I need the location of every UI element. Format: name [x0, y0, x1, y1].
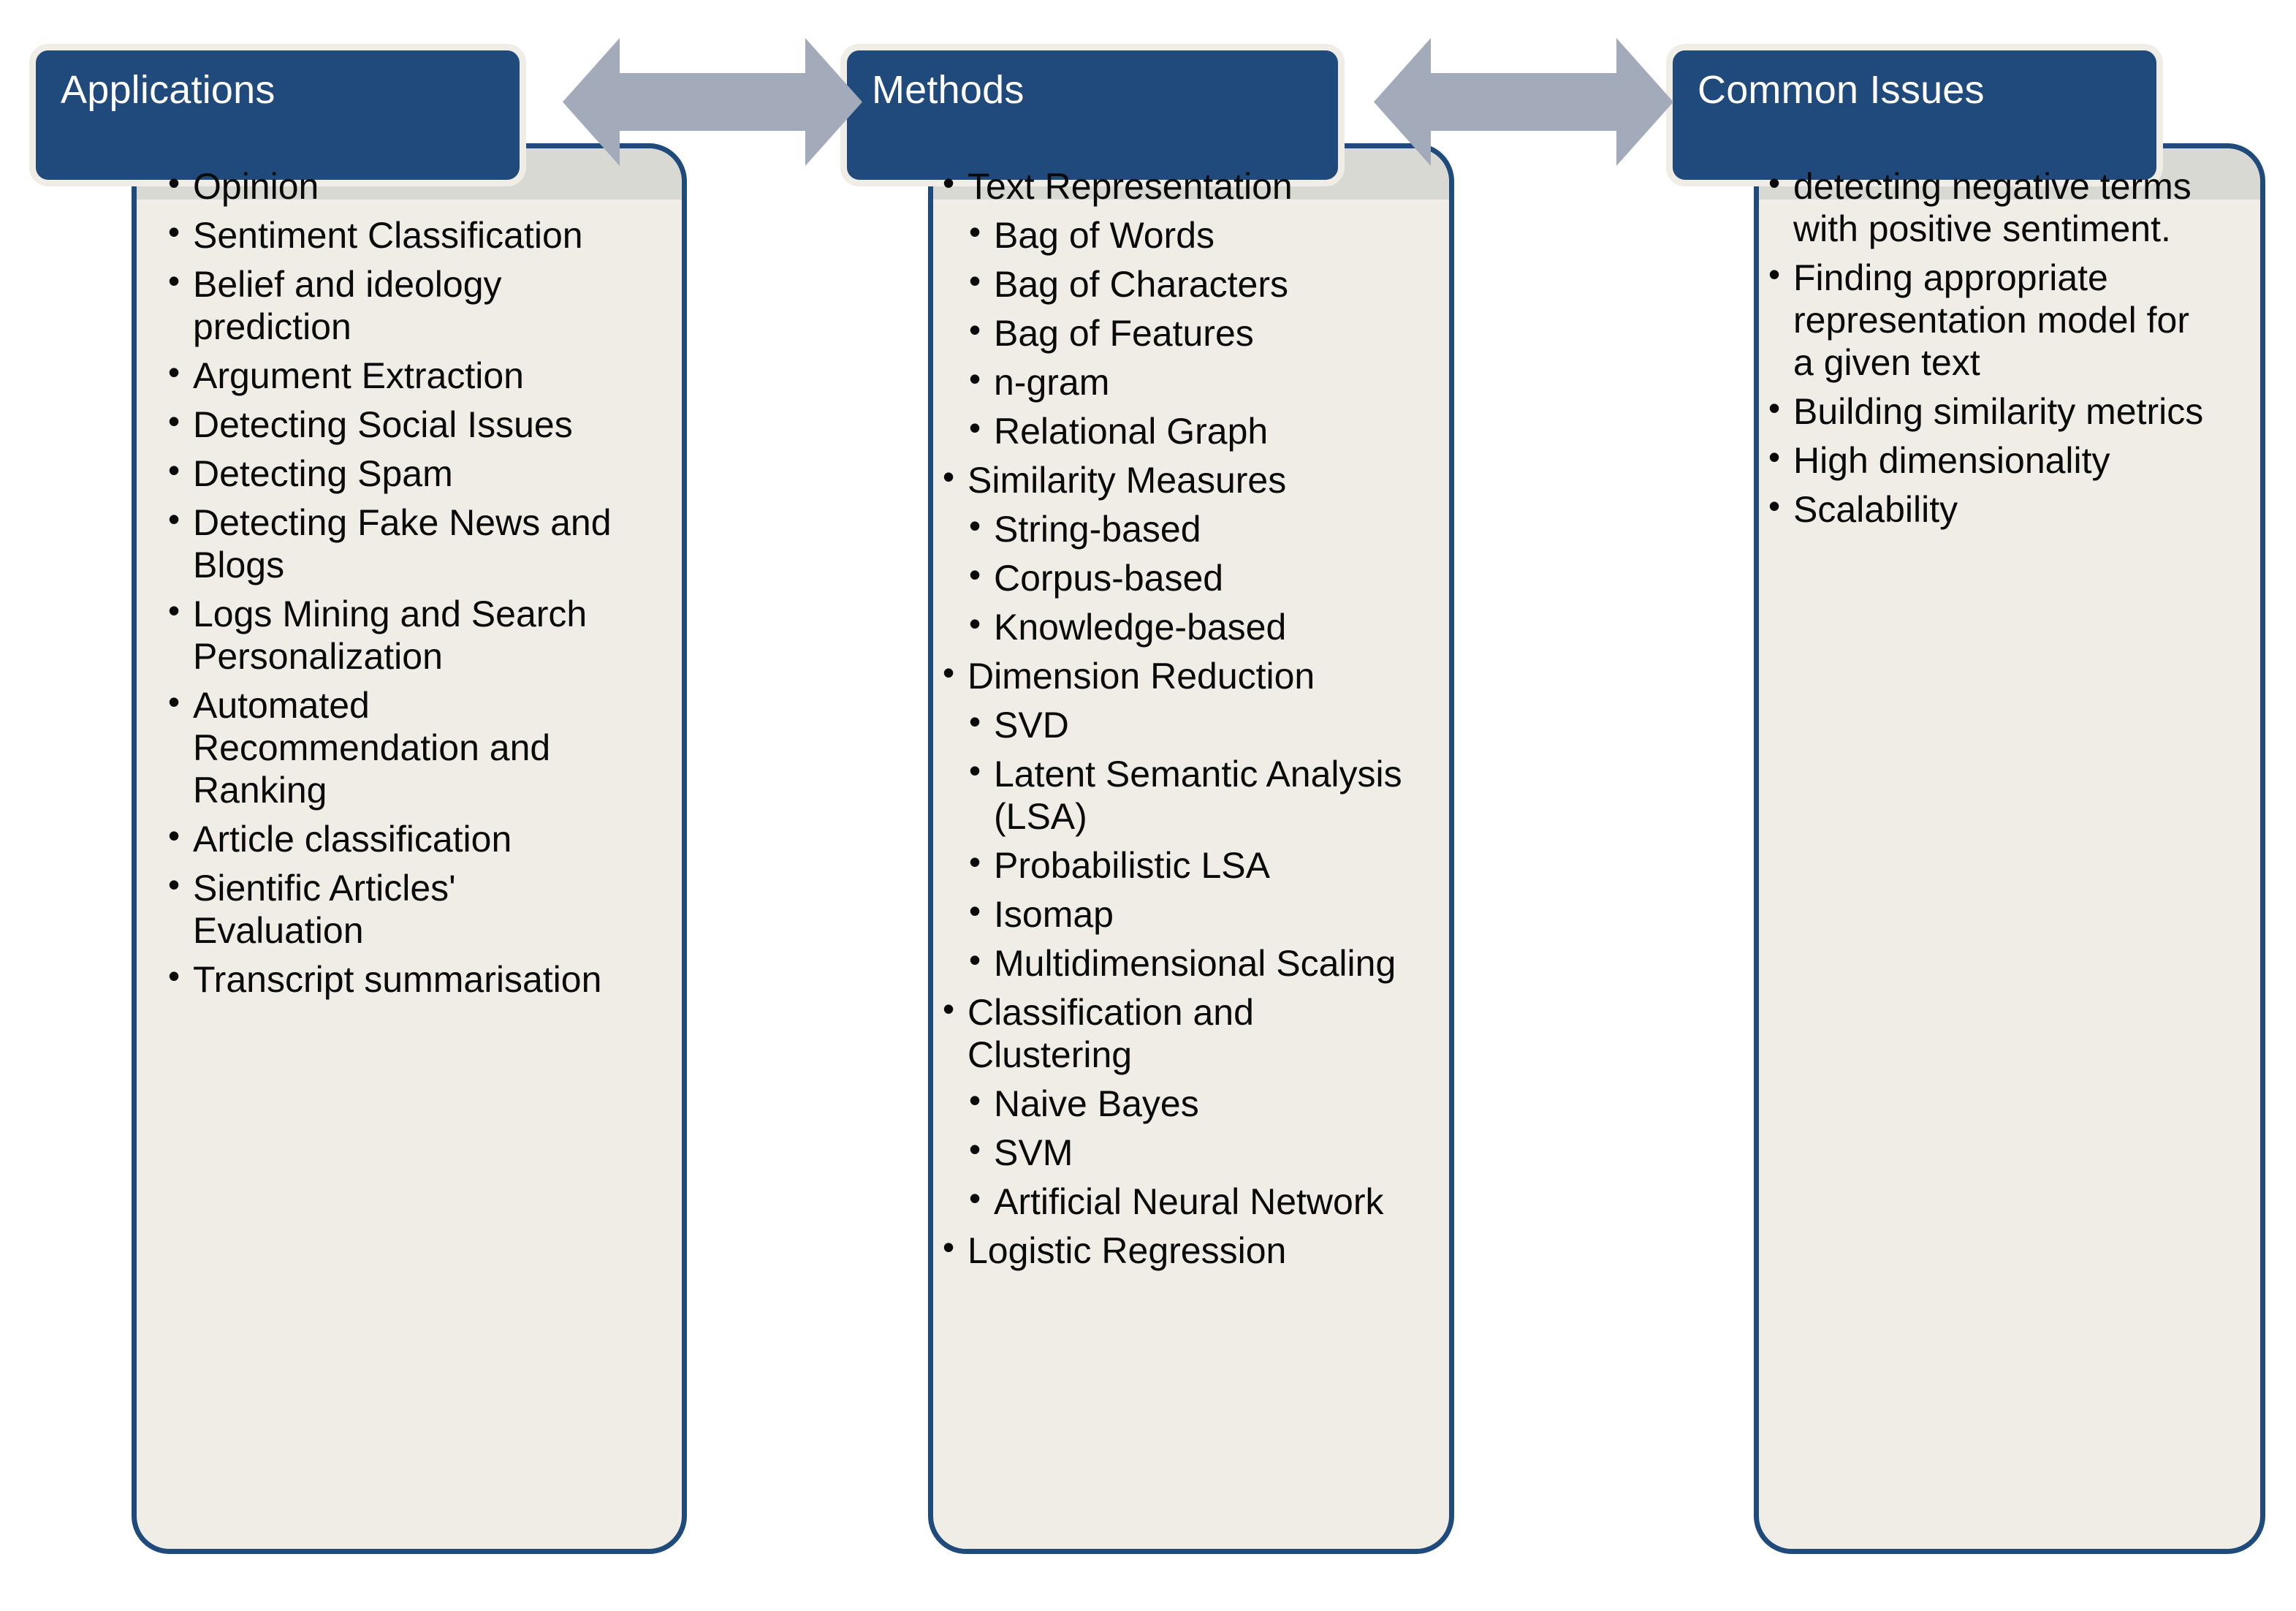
- list-item-label: Artificial Neural Network: [994, 1181, 1384, 1222]
- list-item: Bag of Words: [969, 213, 1425, 257]
- list-methods: Text RepresentationBag of WordsBag of Ch…: [943, 164, 1425, 1278]
- list-item: SVD: [969, 702, 1425, 746]
- list-item: Multidimensional Scaling: [969, 941, 1425, 985]
- list-item: Probabilistic LSA: [969, 843, 1425, 887]
- list-item-label: Text Representation: [968, 166, 1293, 207]
- list-item: Automated Recommendation and Ranking: [168, 683, 636, 811]
- list-item-label: Dimension Reduction: [968, 656, 1315, 697]
- list-item: detecting negative terms with positive s…: [1768, 164, 2207, 250]
- list-item: n-gram: [969, 360, 1425, 403]
- list-item-label: Bag of Words: [994, 215, 1215, 256]
- list-item: Opinion: [168, 164, 636, 208]
- list-item-label: n-gram: [994, 362, 1110, 403]
- list-item: Dimension Reduction: [943, 653, 1425, 697]
- list-item: Logs Mining and Search Personalization: [168, 591, 636, 678]
- list-item: Relational Graph: [969, 409, 1425, 452]
- list-item-label: String-based: [994, 509, 1201, 550]
- list-item-label: Detecting Fake News and Blogs: [193, 502, 612, 585]
- list-item-label: Logs Mining and Search Personalization: [193, 594, 588, 677]
- list-common-issues: detecting negative terms with positive s…: [1768, 164, 2207, 537]
- list-applications: OpinionSentiment ClassificationBelief an…: [168, 164, 636, 1007]
- list-item-label: SVD: [994, 705, 1069, 746]
- list-item: Building similarity metrics: [1768, 389, 2207, 433]
- bullet-list-applications: OpinionSentiment ClassificationBelief an…: [168, 164, 636, 1001]
- list-item-label: Transcript summarisation: [193, 959, 602, 1000]
- bullet-list-common-issues: detecting negative terms with positive s…: [1768, 164, 2207, 531]
- list-item-label: Naive Bayes: [994, 1083, 1199, 1124]
- panel-title-applications: Applications: [61, 68, 275, 112]
- list-item-label: High dimensionality: [1793, 440, 2110, 481]
- list-item: Sientific Articles' Evaluation: [168, 865, 636, 952]
- list-item-label: Knowledge-based: [994, 607, 1287, 648]
- panel-title-methods: Methods: [872, 68, 1025, 112]
- list-item-label: Bag of Characters: [994, 264, 1288, 305]
- list-item: Belief and ideology prediction: [168, 262, 636, 348]
- list-item-label: Corpus-based: [994, 558, 1224, 599]
- list-item: Detecting Social Issues: [168, 402, 636, 446]
- list-item-label: detecting negative terms with positive s…: [1793, 166, 2192, 249]
- list-item-label: Automated Recommendation and Ranking: [193, 685, 551, 811]
- double-headed-arrow-icon: [1374, 38, 1673, 166]
- list-item-label: Latent Semantic Analysis (LSA): [994, 754, 1402, 837]
- list-item-label: Classification and Clustering: [968, 992, 1254, 1075]
- list-item-label: Sientific Articles' Evaluation: [193, 868, 456, 951]
- panel-header-common-issues[interactable]: Common Issues: [1666, 44, 2163, 186]
- list-item-label: Argument Extraction: [193, 355, 524, 396]
- list-item-label: Bag of Features: [994, 313, 1254, 354]
- list-item: Latent Semantic Analysis (LSA): [969, 751, 1425, 838]
- list-item: Transcript summarisation: [168, 957, 636, 1001]
- list-item: SVM: [969, 1130, 1425, 1174]
- list-item: Finding appropriate representation model…: [1768, 255, 2207, 384]
- list-item-label: Finding appropriate representation model…: [1793, 257, 2189, 383]
- list-item: Detecting Spam: [168, 451, 636, 495]
- bullet-list-methods: Text RepresentationBag of WordsBag of Ch…: [943, 164, 1425, 1272]
- list-item: Sentiment Classification: [168, 213, 636, 257]
- list-item-label: Relational Graph: [994, 411, 1269, 452]
- double-headed-arrow-icon: [563, 38, 862, 166]
- list-item: High dimensionality: [1768, 438, 2207, 482]
- list-item: Artificial Neural Network: [969, 1179, 1425, 1223]
- list-item-label: Belief and ideology prediction: [193, 264, 502, 347]
- list-item: Knowledge-based: [969, 604, 1425, 648]
- list-item: Article classification: [168, 816, 636, 860]
- list-item: Similarity Measures: [943, 458, 1425, 501]
- list-item: String-based: [969, 507, 1425, 550]
- list-item-label: Sentiment Classification: [193, 215, 583, 256]
- list-item-label: Scalability: [1793, 489, 1958, 530]
- list-item: Scalability: [1768, 487, 2207, 531]
- list-item-label: Detecting Social Issues: [193, 404, 573, 445]
- list-item-label: Multidimensional Scaling: [994, 943, 1396, 984]
- list-item: Bag of Characters: [969, 262, 1425, 306]
- list-item-label: Isomap: [994, 894, 1114, 935]
- panel-title-common-issues: Common Issues: [1698, 68, 1985, 112]
- list-item: Logistic Regression: [943, 1228, 1425, 1272]
- list-item: Naive Bayes: [969, 1081, 1425, 1125]
- list-item-label: Logistic Regression: [968, 1230, 1287, 1271]
- list-item: Corpus-based: [969, 556, 1425, 599]
- list-item: Detecting Fake News and Blogs: [168, 500, 636, 586]
- list-item-label: Building similarity metrics: [1793, 391, 2204, 432]
- list-item: Classification and Clustering: [943, 990, 1425, 1076]
- list-item-label: Probabilistic LSA: [994, 845, 1270, 886]
- list-item-label: Opinion: [193, 166, 319, 207]
- list-item: Bag of Features: [969, 311, 1425, 355]
- list-item-label: Article classification: [193, 819, 512, 860]
- list-item: Text Representation: [943, 164, 1425, 208]
- list-item-label: Detecting Spam: [193, 453, 453, 494]
- list-item: Argument Extraction: [168, 353, 636, 397]
- list-item-label: Similarity Measures: [968, 460, 1287, 501]
- list-item-label: SVM: [994, 1132, 1073, 1173]
- list-item: Isomap: [969, 892, 1425, 936]
